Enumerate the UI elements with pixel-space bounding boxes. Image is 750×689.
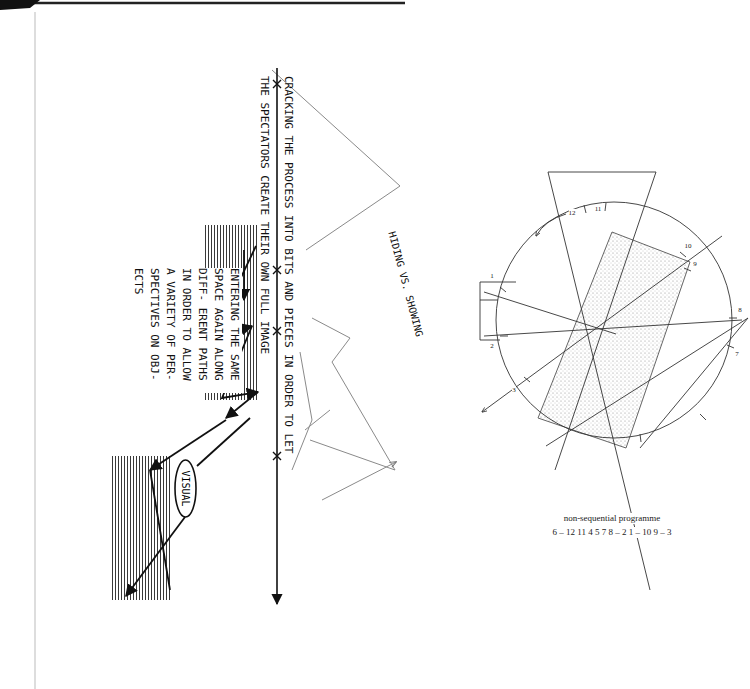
- callout-number: 1: [490, 272, 494, 281]
- geometric-figure: [480, 172, 748, 590]
- callout-number: 11: [595, 205, 602, 214]
- ellipse-shape: [175, 460, 196, 517]
- callout-number: 10: [685, 242, 692, 251]
- timeline: [273, 68, 281, 604]
- node-text: VISUAL: [180, 470, 191, 506]
- hatched-area: [112, 456, 170, 600]
- handwritten-note: HIDING VS. SHOWING: [385, 230, 426, 338]
- sketchbook-page: [0, 0, 405, 689]
- circled-word: VISUAL: [174, 459, 197, 518]
- callout-number: 12: [569, 209, 576, 218]
- callout-number: 7: [735, 350, 739, 359]
- callout-number: 9: [693, 260, 697, 269]
- handwritten-note: CRACKING THE PROCESS INTO BITS AND PIECE…: [252, 76, 300, 468]
- callout-number: 2: [490, 342, 494, 351]
- callout-number: 6 – 12 11 4 5 7 8 – 2 1 – 10 9 – 3: [553, 527, 672, 538]
- zigzag-arrows: [126, 246, 258, 596]
- handwritten-note: ENTERING THE SAME SPACE AGAIN ALONG DIFF…: [130, 268, 242, 393]
- figure-caption: non-sequential programme: [564, 513, 661, 524]
- callout-number: 8: [738, 306, 742, 315]
- callout-number: 3: [512, 386, 516, 395]
